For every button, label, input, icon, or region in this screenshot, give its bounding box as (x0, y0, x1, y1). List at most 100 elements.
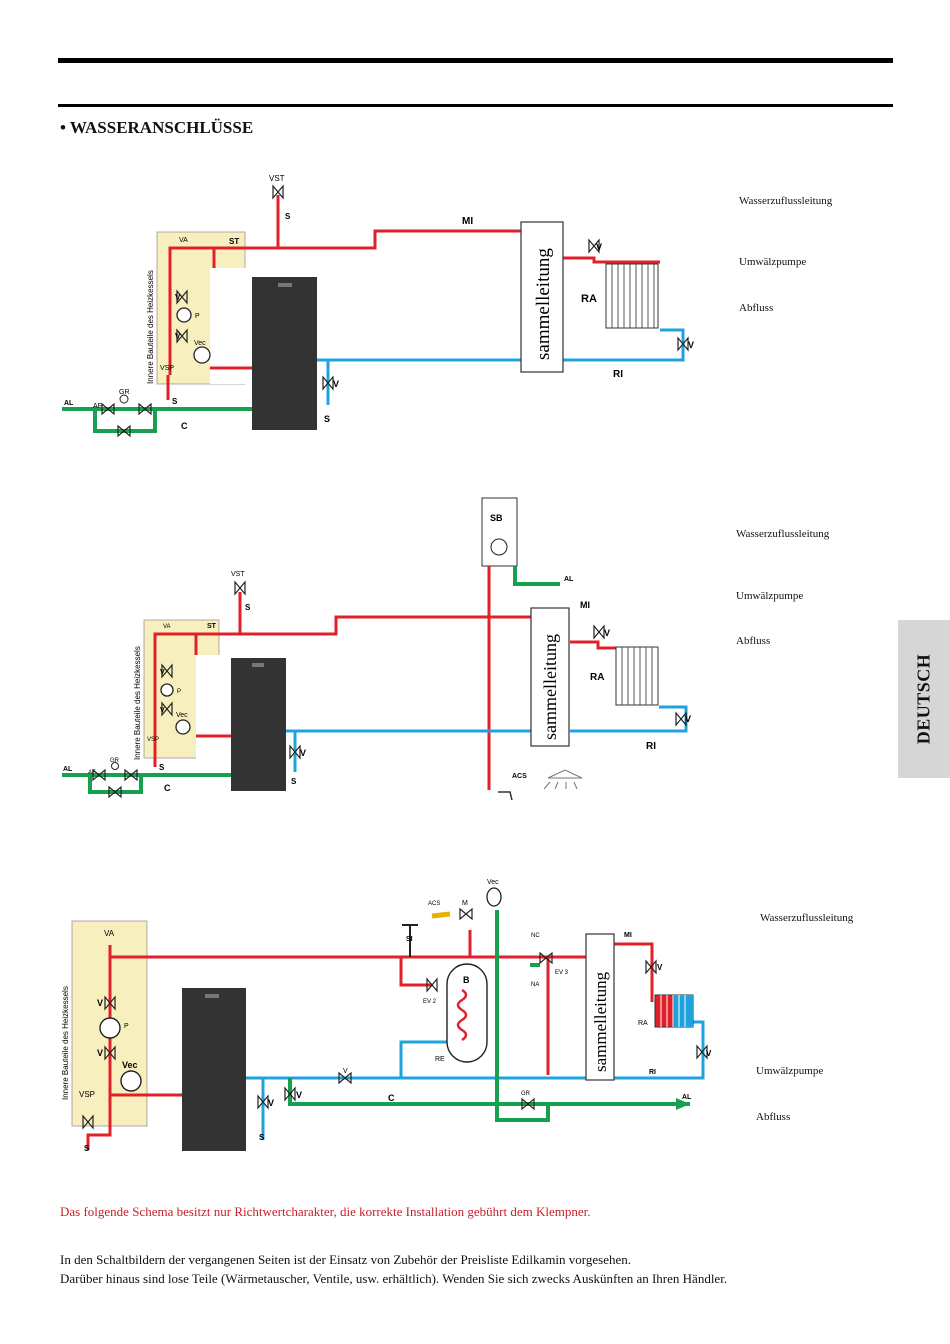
lbl-v1: V (97, 998, 103, 1008)
return-pipes (286, 705, 688, 772)
lbl-v1: V (604, 628, 610, 638)
legend-2-pump: Umwälzpumpe (736, 590, 804, 602)
tank-coil (456, 988, 468, 1042)
lbl-p: P (195, 313, 200, 320)
manifold-label: sammelleitung (533, 248, 554, 360)
legend-1-pump: Umwälzpumpe (739, 256, 807, 268)
lbl-ra: RA (638, 1020, 648, 1027)
legend-1-drain: Abfluss (739, 302, 774, 314)
lbl-st: ST (207, 623, 217, 630)
lbl-c: C (181, 421, 188, 431)
grid-filter (111, 762, 119, 770)
lbl-v4: V (160, 707, 165, 714)
boiler (182, 988, 246, 1151)
lbl-v6: V (657, 963, 663, 972)
lbl-ev3: EV 3 (555, 970, 569, 976)
lbl-si: SI (406, 936, 413, 943)
lbl-ri: RI (646, 741, 656, 752)
boiler-display (278, 283, 292, 287)
manifold-label: sammelleitung (540, 634, 560, 740)
lbl-v1: V (596, 242, 602, 252)
radiator (615, 646, 659, 706)
lbl-m: M (462, 900, 468, 907)
section-rule (58, 104, 893, 107)
lbl-nc: NC (531, 933, 540, 939)
lbl-al: AL (63, 766, 73, 773)
lbl-v2: V (97, 1048, 103, 1058)
lbl-s3: S (291, 777, 297, 786)
legend-2-supply: Wasserzuflussleitung (736, 528, 830, 540)
radiator (654, 994, 694, 1028)
shower-head (543, 769, 583, 790)
section-heading: • WASSERANSCHLÜSSE (60, 118, 254, 137)
flow-pipes (166, 195, 660, 400)
lbl-s2: S (159, 763, 165, 772)
lbl-v5: V (343, 1068, 348, 1075)
manifold (530, 607, 570, 747)
legend-1-supply: Wasserzuflussleitung (739, 195, 833, 207)
lbl-st: ST (229, 237, 239, 246)
lbl-v2: V (685, 714, 691, 724)
lbl-al: AL (64, 400, 74, 407)
lbl-b: B (463, 975, 470, 985)
lbl-va: VA (179, 237, 188, 244)
solar-boiler (481, 497, 518, 567)
flow-pipes (86, 930, 654, 1150)
lbl-s2: S (259, 1133, 265, 1142)
lbl-acs: ACS (428, 901, 440, 907)
lbl-ra: RA (581, 293, 597, 305)
lbl-ev2: EV 2 (423, 999, 437, 1005)
lbl-s2: S (324, 414, 330, 424)
solar-pump (490, 538, 508, 556)
lbl-af: AF (88, 770, 96, 776)
return-pipes (317, 328, 685, 405)
expansion-vessel (193, 346, 211, 364)
note-line-2: Darüber hinaus sind lose Teile (Wärmetau… (60, 1271, 728, 1286)
lbl-ri: RI (649, 1069, 656, 1076)
cold-water-pipes (62, 407, 252, 433)
diagram-1: Innere Bauteile des Heizkessels sammelle… (62, 174, 694, 437)
grid-filter (119, 394, 129, 404)
internal-panel-notch (210, 268, 246, 384)
lbl-gr: GR (110, 758, 120, 764)
diagram-3: Innere Bauteile des Heizkessels (61, 879, 712, 1153)
internal-panel-notch (196, 655, 220, 759)
lbl-c: C (388, 1093, 395, 1103)
lbl-ra: RA (590, 672, 604, 683)
lbl-s1: S (245, 603, 251, 612)
boiler (252, 277, 317, 430)
lbl-al2: AL (564, 576, 574, 583)
lbl-vst: VST (269, 174, 285, 183)
lbl-va: VA (163, 624, 171, 630)
lbl-vec: Vec (176, 712, 188, 719)
lbl-v5: V (300, 748, 306, 758)
language-tab: DEUTSCH (898, 620, 950, 778)
disclaimer-note: Das folgende Schema besitzt nur Richtwer… (60, 1204, 591, 1219)
boiler (231, 658, 286, 791)
lbl-s1: S (285, 212, 291, 221)
vec-vessel (486, 887, 502, 907)
lbl-v7: V (706, 1049, 712, 1058)
expansion-vessel (120, 1070, 142, 1092)
lbl-re: RE (435, 1056, 445, 1063)
lbl-vec2: Vec (487, 879, 499, 886)
lbl-vec: Vec (122, 1060, 138, 1070)
flow-pipes (153, 566, 620, 790)
lbl-v3: V (268, 1098, 274, 1108)
lbl-v4: V (175, 293, 181, 302)
manifold (585, 933, 615, 1081)
lbl-mi: MI (580, 600, 590, 610)
lbl-v2: V (688, 340, 694, 350)
manifold (520, 221, 564, 373)
lbl-gr: GR (119, 389, 130, 396)
cold-water-pipes (288, 910, 690, 1122)
storage-tank (446, 963, 488, 1063)
top-rule (58, 58, 893, 63)
lbl-na: NA (531, 982, 539, 988)
safety-valve (402, 924, 418, 957)
lbl-v5: V (175, 332, 181, 341)
lbl-al: AL (682, 1094, 692, 1101)
radiator (605, 263, 659, 329)
expansion-vessel (175, 719, 191, 735)
